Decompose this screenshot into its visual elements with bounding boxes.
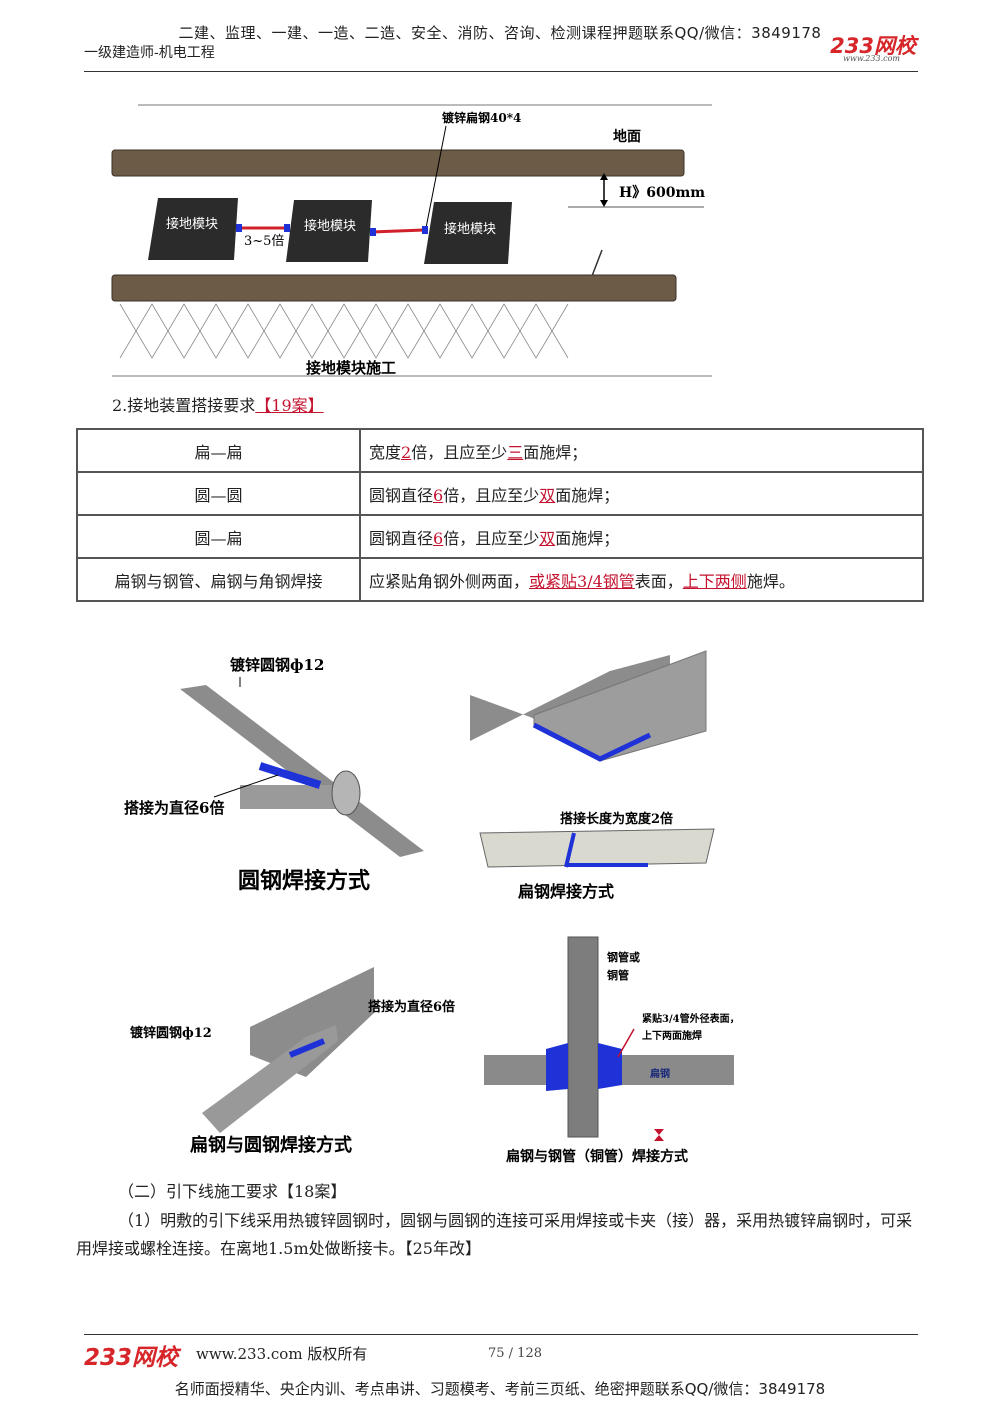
- header-subject: 一级建造师-机电工程: [84, 45, 215, 61]
- row-requirement: 圆钢直径6倍，且应至少双面施焊；: [359, 514, 924, 559]
- pipe-note-2: 上下两面施焊: [642, 1029, 702, 1042]
- row-type: 圆—扁: [76, 514, 361, 559]
- module-label: 接地模块: [166, 216, 218, 232]
- grounding-module-2: 接地模块: [286, 200, 372, 262]
- pipe-caption: 扁钢与钢管（铜管）焊接方式: [506, 1148, 688, 1165]
- subsection-title: （二）引下线施工要求【18案】: [118, 1182, 347, 1201]
- pipe-label-1: 钢管或: [607, 950, 640, 964]
- section-title-text: 2.接地装置搭接要求: [112, 396, 256, 415]
- header-promo: 二建、监理、一建、一造、二造、安全、消防、咨询、检测课程押题联系QQ/微信：38…: [178, 24, 822, 42]
- flat-round-overlap-label: 搭接为直径6倍: [368, 999, 455, 1015]
- grounding-module-3: 接地模块: [424, 202, 512, 264]
- soil-layer-bottom: [111, 274, 677, 302]
- flat-flat-diagram: 搭接长度为宽度2倍 扁钢焊接方式: [470, 650, 715, 901]
- row-type: 扁—扁: [76, 428, 361, 473]
- flat-overlap-label: 搭接长度为宽度2倍: [560, 811, 673, 827]
- pipe-flat-diagram: 钢管或 铜管 紧贴3/4管外径表面， 上下两面施焊 扁钢 扁钢与钢管（铜管）焊接…: [484, 936, 740, 1165]
- header-logo: 233网校: [830, 34, 916, 58]
- round-overlap-label: 搭接为直径6倍: [124, 799, 224, 817]
- section-title: 2.接地装置搭接要求【19案】: [112, 392, 324, 416]
- footer-site: www.233.com 版权所有: [196, 1345, 368, 1363]
- grounding-module-1: 接地模块: [148, 198, 238, 260]
- footer-promo: 名师面授精华、央企内训、考点串讲、习题模考、考前三页纸、绝密押题联系QQ/微信：…: [174, 1380, 826, 1398]
- steel-label: 镀锌扁钢40*4: [442, 110, 521, 125]
- round-round-diagram: 镀锌圆钢ф12 搭接为直径6倍 圆钢焊接方式: [124, 656, 424, 894]
- row-requirement: 应紧贴角钢外侧两面，或紧贴3/4钢管表面，上下两侧施焊。: [359, 557, 924, 602]
- header-divider: [84, 71, 918, 72]
- row-type: 扁钢与钢管、扁钢与角钢焊接: [76, 557, 361, 602]
- flat-round-diagram: 镀锌圆钢ф12 搭接为直径6倍 扁钢与圆钢焊接方式: [130, 967, 455, 1156]
- page-number: 75 / 128: [488, 1346, 542, 1361]
- flat-round-bar-label: 镀锌圆钢ф12: [130, 1025, 212, 1041]
- table-row: 圆—圆 圆钢直径6倍，且应至少双面施焊；: [76, 471, 924, 516]
- flat-caption: 扁钢焊接方式: [518, 882, 614, 901]
- footer-divider: [84, 1334, 918, 1335]
- pipe-flat-label: 扁钢: [650, 1067, 670, 1080]
- soil-hatching: [119, 303, 569, 359]
- spacing-label: 3~5倍: [244, 234, 284, 249]
- flat-round-caption: 扁钢与圆钢焊接方式: [190, 1134, 352, 1156]
- row-requirement: 宽度2倍，且应至少三面施焊；: [359, 428, 924, 473]
- module-label: 接地模块: [304, 218, 356, 234]
- module-label: 接地模块: [444, 221, 496, 237]
- row-type: 圆—圆: [76, 471, 361, 516]
- round-bar-label: 镀锌圆钢ф12: [230, 656, 324, 674]
- table-row: 圆—扁 圆钢直径6倍，且应至少双面施焊；: [76, 514, 924, 559]
- depth-label: H》600mm: [619, 185, 705, 201]
- exam-mark: 【19案】: [255, 396, 324, 415]
- grounding-module-figure: H》600mm 地面 镀锌扁钢40*4 接地模块 接地模块 接地模块 3~5倍 …: [111, 104, 712, 377]
- round-caption: 圆钢焊接方式: [238, 868, 370, 894]
- table-row: 扁钢与钢管、扁钢与角钢焊接 应紧贴角钢外侧两面，或紧贴3/4钢管表面，上下两侧施…: [76, 557, 924, 602]
- welding-methods-figure: 镀锌圆钢ф12 搭接为直径6倍 圆钢焊接方式 搭接长度为宽度2倍 扁钢焊接方式 …: [124, 650, 740, 1165]
- figure-caption: 接地模块施工: [306, 359, 396, 377]
- lap-requirements-table: 扁—扁 宽度2倍，且应至少三面施焊； 圆—圆 圆钢直径6倍，且应至少双面施焊； …: [76, 428, 924, 602]
- footer-logo: 233网校: [84, 1345, 179, 1371]
- header-logo-url: www.233.com: [843, 54, 900, 63]
- pipe-label-2: 铜管: [606, 968, 629, 982]
- row-requirement: 圆钢直径6倍，且应至少双面施焊；: [359, 471, 924, 516]
- table-row: 扁—扁 宽度2倍，且应至少三面施焊；: [76, 428, 924, 473]
- soil-layer-top: [111, 149, 685, 177]
- ground-label: 地面: [613, 128, 641, 145]
- pipe-note-1: 紧贴3/4管外径表面，: [642, 1012, 740, 1025]
- body-paragraph: （1）明敷的引下线采用热镀锌圆钢时，圆钢与圆钢的连接可采用焊接或卡夹（接）器，采…: [76, 1211, 913, 1258]
